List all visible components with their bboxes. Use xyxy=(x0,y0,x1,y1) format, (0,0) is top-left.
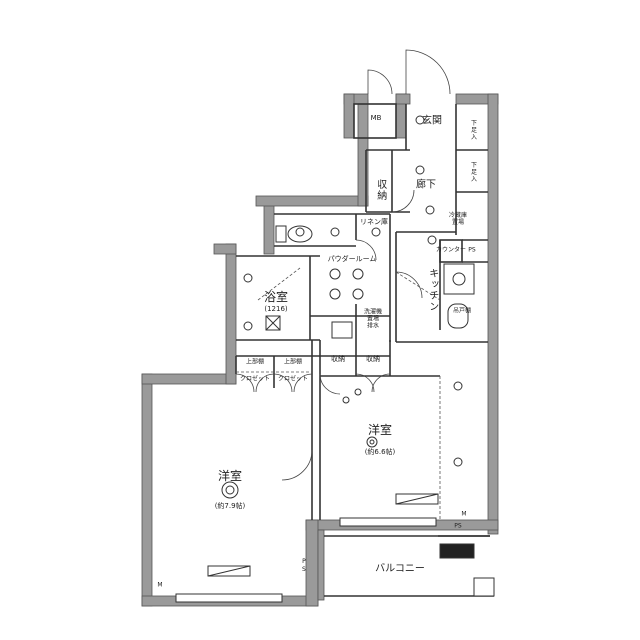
ps-room-label: PS xyxy=(300,558,308,574)
storage-b-label: 収納 xyxy=(366,354,380,363)
bath-size: (1216) xyxy=(264,304,288,313)
western-room-2-area: (約6.6帖) xyxy=(364,447,396,456)
fridge-line-1: 冷蔵庫 xyxy=(448,212,468,220)
balcony-label: バルコニー xyxy=(375,563,425,575)
closet-2-label: クロゼット xyxy=(277,375,309,383)
entrance-label: 玄関 xyxy=(422,115,442,127)
linen-label: リネン庫 xyxy=(360,217,388,226)
meter-label: M xyxy=(157,581,163,589)
storage-a-label: 収納 xyxy=(331,354,345,363)
bath-label: 浴室 (1216) xyxy=(263,290,289,313)
closet-1-label: クロゼット xyxy=(239,375,271,383)
bath-name: 浴室 xyxy=(263,290,289,305)
fridge-line-2: 置場 xyxy=(451,219,465,226)
washer-line-3: 排水 xyxy=(366,322,380,330)
corridor-label: 廊下 xyxy=(416,179,436,191)
doors xyxy=(235,49,451,481)
powder-room-label: パウダールーム xyxy=(327,254,377,263)
western-room-1-area: (約7.9帖) xyxy=(214,501,246,510)
counter-label: カウンター xyxy=(435,246,467,254)
western-room-1-label: 洋室 (約7.9帖) xyxy=(214,469,246,510)
upper-shelf-2-label: 上部棚 xyxy=(283,358,303,366)
fixtures xyxy=(207,115,475,577)
kitchen-label: キッチン xyxy=(426,268,438,312)
windows xyxy=(175,517,495,603)
dish-shelf-label: 吊戸棚 xyxy=(452,307,472,315)
washer-label: 洗濯機 置場 排水 xyxy=(363,308,383,331)
mb-label: MB xyxy=(370,113,382,122)
shoe-cabinet-2-label: 下足入 xyxy=(469,161,477,183)
ps-kitchen-label: PS xyxy=(468,246,476,254)
dashed-lines xyxy=(236,267,441,520)
ps-balcony-label: PS xyxy=(454,522,462,530)
western-room-2-name: 洋室 xyxy=(367,423,393,438)
fridge-label: 冷蔵庫 置場 xyxy=(448,212,468,227)
meter-2-label: M xyxy=(461,510,467,518)
western-room-2-label: 洋室 (約6.6帖) xyxy=(364,423,396,456)
shoe-cabinet-1-label: 下足入 xyxy=(469,119,477,141)
washer-line-2: 置場 xyxy=(366,315,380,323)
storage-corridor-label: 収納 xyxy=(374,179,386,201)
western-room-1-name: 洋室 xyxy=(217,469,243,484)
upper-shelf-1-label: 上部棚 xyxy=(245,358,265,366)
washer-line-1: 洗濯機 xyxy=(363,308,383,316)
